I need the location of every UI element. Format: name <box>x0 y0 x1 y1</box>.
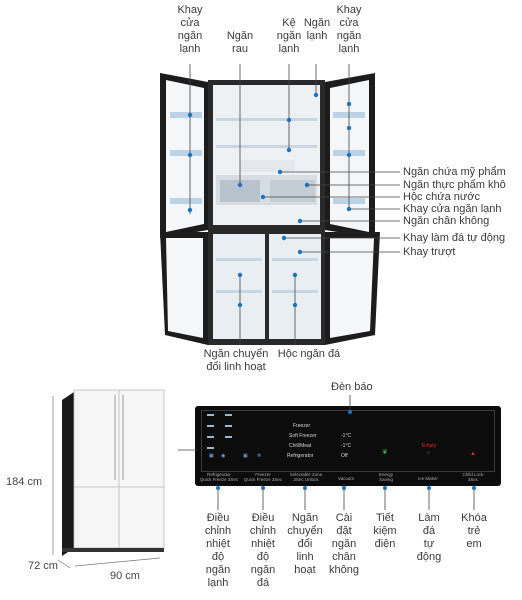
wifi-icon: ▣ <box>243 453 248 459</box>
empty-indicator: Empty <box>422 443 437 449</box>
caption-freezer-temp: Điều chỉnh nhiệt độ ngăn đá <box>249 512 277 589</box>
control-panel: ▣ ◉ ▣ ✲ Freezer Soft Freezer Chill/Meat … <box>195 406 501 486</box>
btn-title: Selectable Zone <box>289 472 323 477</box>
mode-chill-meat: Chill/Meat <box>289 443 312 449</box>
depth-dimension: 72 cm <box>28 560 58 572</box>
level-bar <box>207 425 214 427</box>
level-bar <box>225 414 232 416</box>
level-bar <box>207 447 214 449</box>
label-vacuum: Ngăn chân không <box>403 215 490 227</box>
btn-vacuum[interactable]: Vacuum <box>337 476 355 481</box>
leaf-icon: ❦ <box>382 449 388 456</box>
caption-convertible: Ngăn chuyển đổi linh hoạt <box>287 512 323 576</box>
caption-vacuum: Cài đặt ngăn chân không <box>329 512 359 576</box>
label-fridge-shelf: Kệ ngăn lạnh <box>276 17 302 55</box>
btn-sub: 3Sec <box>467 477 479 482</box>
lock-icon: ▲ <box>470 451 476 457</box>
btn-title: Refrigerator <box>207 472 231 477</box>
caption-energy-saving: Tiết kiệm điện <box>373 512 397 550</box>
label-door-tray-left: Khay cửa ngăn lạnh <box>177 4 203 55</box>
btn-sub: Quick Freeze 3Sec <box>199 477 239 482</box>
btn-ice-maker[interactable]: Ice Maker <box>418 476 438 481</box>
label-ice-maker: Khay làm đá tự động <box>403 232 506 244</box>
caption-ice-maker: Làm đá tự động <box>416 512 442 563</box>
label-veg-drawer: Ngăn rau <box>226 30 254 55</box>
btn-sub: Quick Freeze 3Sec <box>243 477 283 482</box>
power-icon: ◉ <box>221 453 226 459</box>
label-ice-box: Hộc ngăn đá <box>277 348 341 360</box>
width-dimension: 90 cm <box>110 570 140 582</box>
label-cosmetics: Ngăn chứa mỹ phẩm <box>403 166 506 178</box>
indicator-label: Đèn báo <box>331 381 373 393</box>
display-area <box>201 410 495 472</box>
label-slide-tray: Khay trượt <box>403 246 456 258</box>
ice-icon: ⁘ <box>426 451 432 457</box>
label-convertible: Ngăn chuyển đổi linh hoạt <box>203 348 269 373</box>
mode-soft-freezer: Soft Freezer <box>289 433 317 439</box>
label-water-tank: Hộc chứa nước <box>403 191 480 203</box>
btn-title: Child Lock <box>462 472 484 477</box>
label-dry-food: Ngăn thực phẩm khô <box>403 179 506 191</box>
temp-refrigerator: Off <box>341 453 348 459</box>
label-door-tray-right: Khay cửa ngăn lạnh <box>336 4 362 55</box>
mode-freezer: Freezer <box>293 423 311 429</box>
btn-sub: 3Sec Unlock <box>293 477 319 482</box>
level-bar <box>207 414 214 416</box>
caption-fridge-temp: Điều chỉnh nhiệt độ ngăn lạnh <box>204 512 232 589</box>
mode-refrigerator: Refrigerator <box>287 453 314 459</box>
caption-child-lock: Khóa trẻ em <box>461 512 487 550</box>
btn-energy-saving[interactable]: Energy Saving <box>378 472 394 482</box>
snowflake-icon: ✲ <box>257 453 262 459</box>
level-bar <box>225 436 232 438</box>
label-fridge-compartment: Ngăn lạnh <box>303 17 331 42</box>
btn-title: Freezer <box>255 472 271 477</box>
temp-soft-freezer: -1°C <box>341 433 352 439</box>
level-bar <box>207 436 214 438</box>
label-door-tray: Khay cửa ngăn lạnh <box>403 203 502 215</box>
level-bar <box>225 425 232 427</box>
height-dimension: 184 cm <box>6 476 43 488</box>
fridge-icon: ▣ <box>209 453 214 459</box>
temp-chill-meat: -1°C <box>341 443 352 449</box>
